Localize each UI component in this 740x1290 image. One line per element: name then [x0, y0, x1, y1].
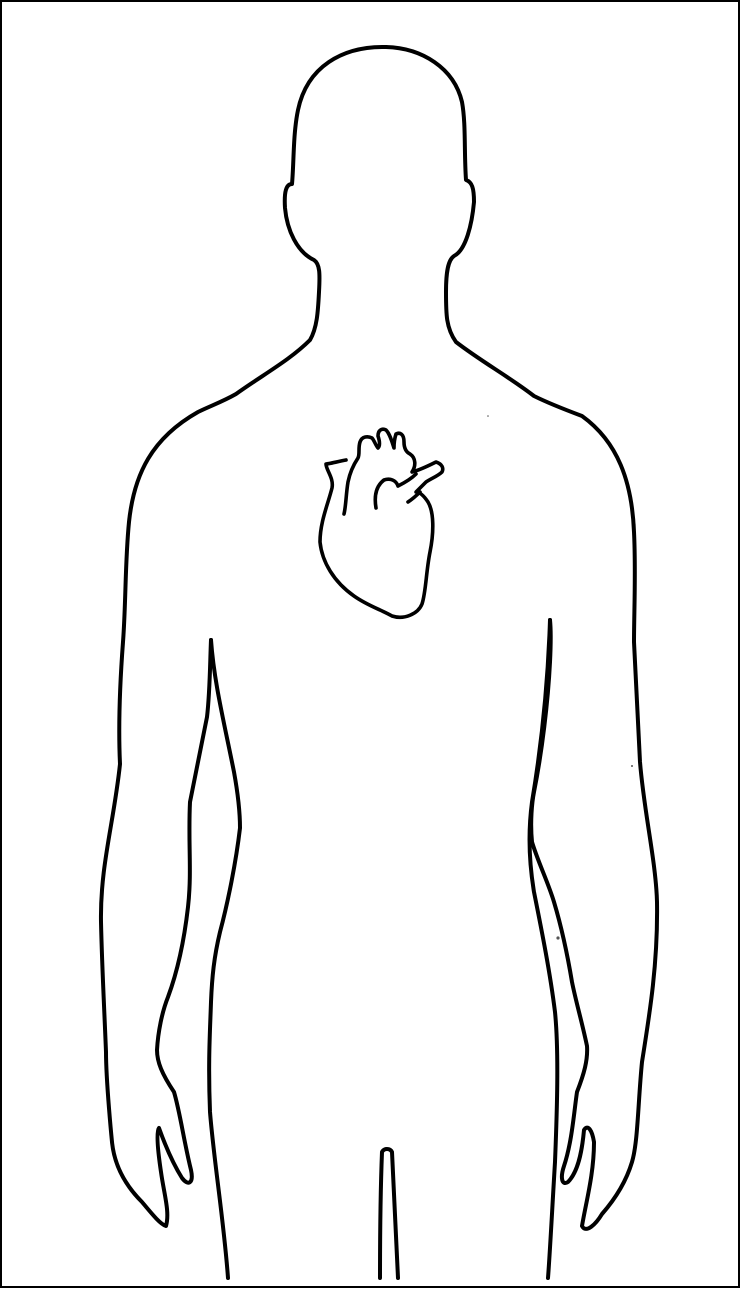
body-outline-right: [386, 47, 657, 1229]
torso-left-side: [209, 640, 240, 1278]
heart-body: [320, 429, 443, 617]
inner-legs: [380, 1149, 398, 1278]
torso-right-side: [530, 620, 558, 1278]
heart-ventricle-line: [408, 492, 420, 502]
speck: [631, 765, 633, 767]
speck: [487, 415, 489, 417]
heart-aorta: [375, 474, 416, 508]
body-outline-left: [101, 47, 386, 1226]
heart-icon: [320, 429, 443, 617]
speck: [556, 936, 559, 939]
